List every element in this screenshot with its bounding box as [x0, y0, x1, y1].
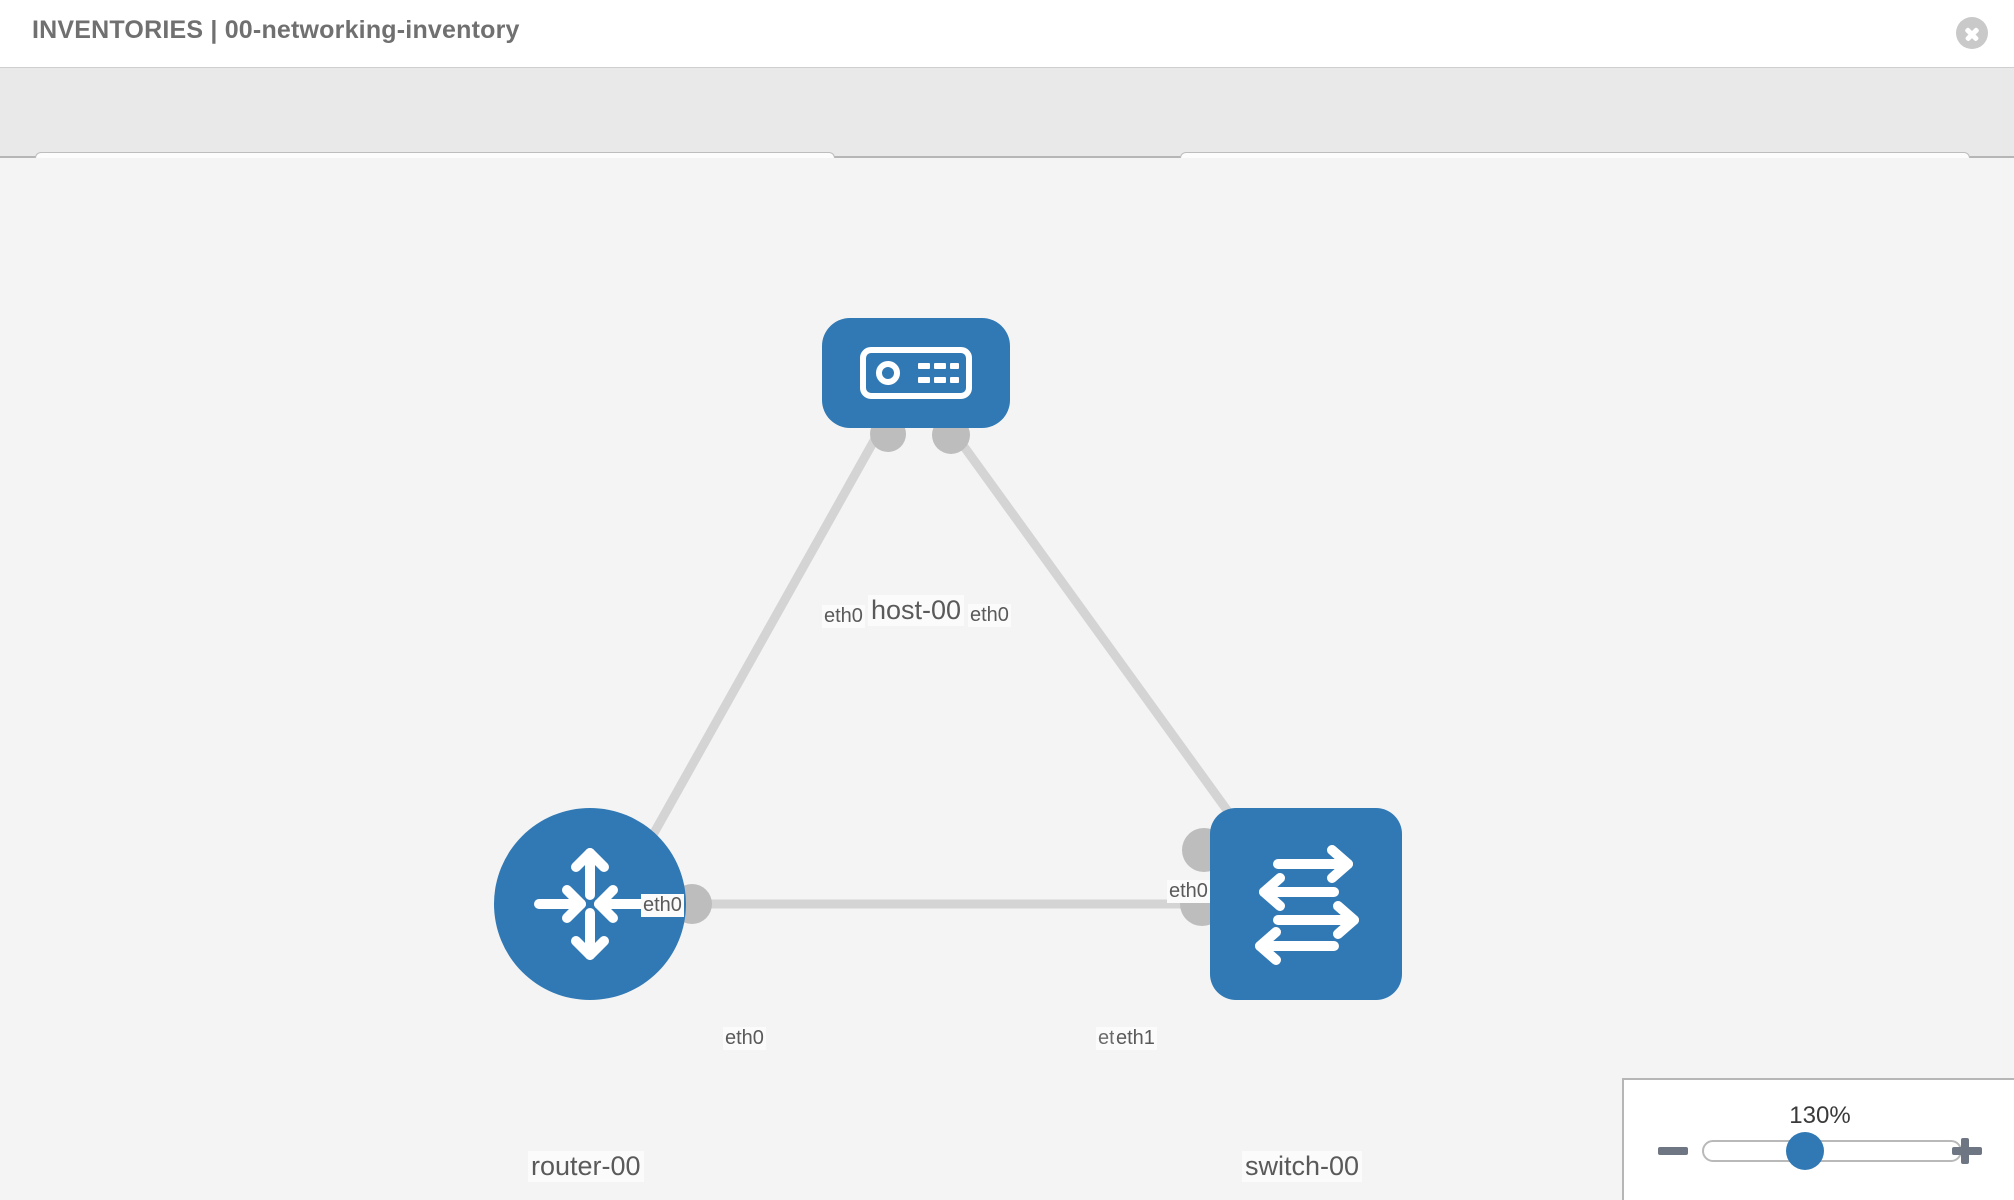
- router-arrows-icon: [534, 848, 646, 960]
- topology-links-layer: [636, 427, 1257, 909]
- page-header: INVENTORIES | 00-networking-inventory: [0, 0, 2014, 68]
- page-title: INVENTORIES | 00-networking-inventory: [32, 16, 520, 44]
- topology-node-switch-00[interactable]: [1210, 808, 1402, 1000]
- node-label-switch-00: switch-00: [1242, 1151, 1363, 1182]
- link-host-switch[interactable]: [948, 427, 1257, 849]
- link-host-router[interactable]: [636, 427, 884, 861]
- topology-node-host-00[interactable]: [822, 318, 1010, 428]
- close-icon[interactable]: [1956, 17, 1988, 49]
- interface-label-host-left: eth0: [822, 605, 865, 628]
- interface-label-router-uplink: eth0: [641, 894, 684, 917]
- interface-label-router-eth0: eth0: [723, 1027, 766, 1050]
- server-icon: [860, 347, 972, 399]
- topology-canvas[interactable]: host-00 router-00 switch-00 eth0 eth0 et…: [0, 158, 2014, 1200]
- interface-label-host-right: eth0: [968, 604, 1011, 627]
- zoom-in-button[interactable]: [1950, 1134, 1984, 1168]
- zoom-slider-thumb[interactable]: [1786, 1132, 1824, 1170]
- interface-label-switch-eth1: eth1: [1114, 1027, 1157, 1050]
- toolbar: ACTIONS SEARCH: [0, 68, 2014, 209]
- zoom-out-button[interactable]: [1656, 1134, 1690, 1168]
- zoom-slider-track[interactable]: [1702, 1140, 1962, 1162]
- zoom-level-value: 130%: [1789, 1102, 1851, 1129]
- zoom-control-panel: 130%: [1622, 1078, 2014, 1200]
- interface-label-switch-uplink: eth0: [1167, 880, 1210, 903]
- node-label-host-00: host-00: [868, 595, 965, 626]
- switch-arrows-icon: [1255, 845, 1359, 965]
- node-label-router-00: router-00: [528, 1151, 644, 1182]
